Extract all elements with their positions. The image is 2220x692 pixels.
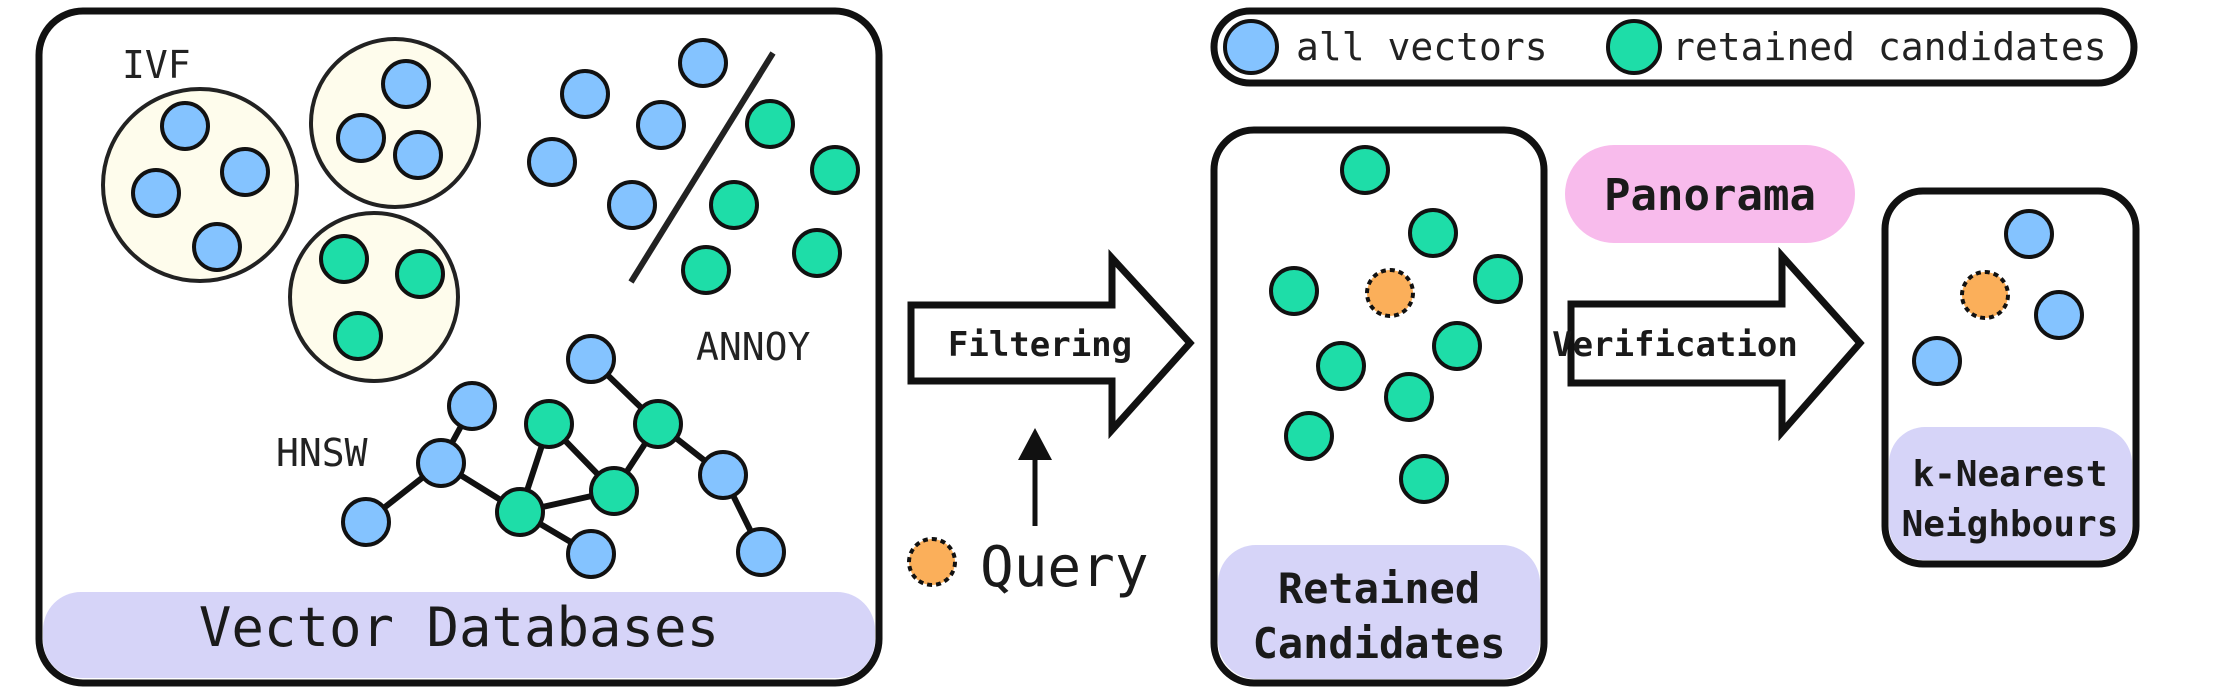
annoy-label: ANNOY — [696, 325, 811, 369]
legend-retained-label: retained candidates — [1672, 25, 2107, 69]
knn-panel: k-Nearest Neighbours — [1881, 187, 2140, 568]
legend-all-vectors-label: all vectors — [1296, 25, 1548, 69]
ivf-label: IVF — [122, 43, 191, 87]
hnsw-node-retained — [524, 399, 574, 449]
vector-point-all — [160, 101, 210, 151]
vector-point-retained — [1432, 321, 1482, 371]
hnsw-node-all — [736, 527, 786, 577]
vector-point-retained — [810, 145, 860, 195]
vector-point-all — [560, 69, 610, 119]
hnsw-node-all — [341, 497, 391, 547]
vector-databases-label-bg — [43, 592, 875, 678]
retained-candidates-label-bg — [1218, 545, 1540, 679]
vector-point-all — [381, 59, 431, 109]
vector-point-all — [393, 130, 443, 180]
legend-frame — [1210, 7, 2138, 87]
vector-point-all — [678, 38, 728, 88]
vector-point-all — [636, 100, 686, 150]
retained-candidates-title-line1: Retained — [1278, 564, 1480, 613]
verification-label: Verification — [1552, 325, 1798, 365]
vector-point-all — [527, 137, 577, 187]
hnsw-node-all — [447, 381, 497, 431]
knn-label-bg — [1889, 427, 2132, 560]
vector-point-all — [220, 147, 270, 197]
vector-point-retained — [333, 311, 383, 361]
filtering-arrow — [907, 249, 1195, 440]
vector-point-retained — [1316, 341, 1366, 391]
query-point — [1960, 270, 2010, 320]
hnsw-nodes — [341, 334, 786, 579]
vector-point-all — [2034, 290, 2084, 340]
query-label: Query — [980, 535, 1149, 600]
filtering-step: Filtering Query — [907, 249, 1195, 600]
hnsw-node-all — [698, 450, 748, 500]
hnsw-group: HNSW — [276, 334, 786, 579]
panorama-label: Panorama — [1604, 170, 1816, 221]
vector-point-retained — [1284, 411, 1334, 461]
verification-arrow — [1567, 246, 1865, 442]
vector-point-all — [192, 222, 242, 272]
vector-point-retained — [792, 228, 842, 278]
vector-point-retained — [1399, 454, 1449, 504]
query-up-arrow-head — [1018, 428, 1052, 460]
vector-point-all — [131, 168, 181, 218]
vector-point-all — [336, 113, 386, 163]
verification-step: Panorama Verification — [1552, 145, 1865, 442]
ivf-cluster — [101, 87, 299, 283]
vector-point-retained — [709, 180, 759, 230]
vector-point-retained — [681, 245, 731, 295]
vector-point-retained — [745, 99, 795, 149]
knn-title-line1: k-Nearest — [1912, 454, 2107, 495]
vector-point-retained — [1473, 254, 1523, 304]
hnsw-label: HNSW — [276, 431, 368, 475]
vector-point-all — [607, 180, 657, 230]
vector-point-retained — [1269, 266, 1319, 316]
hnsw-node-all — [566, 529, 616, 579]
retained-candidates-panel: Retained Candidates — [1210, 126, 1548, 687]
annoy-split-line — [628, 51, 776, 284]
hnsw-node-retained — [589, 466, 639, 516]
legend: all vectors retained candidates — [1210, 7, 2138, 87]
query-point — [1365, 268, 1415, 318]
hnsw-node-all — [566, 334, 616, 384]
panorama-pill — [1565, 145, 1855, 243]
vector-databases-panel: Vector Databases IVF — [35, 7, 883, 687]
retained-candidates-title-line2: Candidates — [1253, 619, 1506, 668]
vector-point-all — [1912, 336, 1962, 386]
hnsw-node-retained — [495, 487, 545, 537]
vector-point-retained — [1408, 208, 1458, 258]
legend-all-vectors-swatch — [1223, 19, 1279, 75]
annoy-group: ANNOY — [527, 38, 860, 369]
filtering-label: Filtering — [948, 325, 1132, 365]
ivf-group: IVF — [101, 37, 481, 383]
vector-databases-title: Vector Databases — [199, 596, 719, 659]
knn-title-line2: Neighbours — [1902, 504, 2119, 545]
vector-point-retained — [1340, 145, 1390, 195]
vector-point-retained — [1384, 372, 1434, 422]
query-point — [907, 537, 957, 587]
vector-point-all — [2004, 209, 2054, 259]
legend-retained-swatch — [1606, 19, 1662, 75]
hnsw-node-retained — [633, 399, 683, 449]
vector-point-retained — [395, 249, 445, 299]
hnsw-node-all — [416, 438, 466, 488]
ivf-cluster — [288, 211, 460, 383]
vector-point-retained — [319, 234, 369, 284]
